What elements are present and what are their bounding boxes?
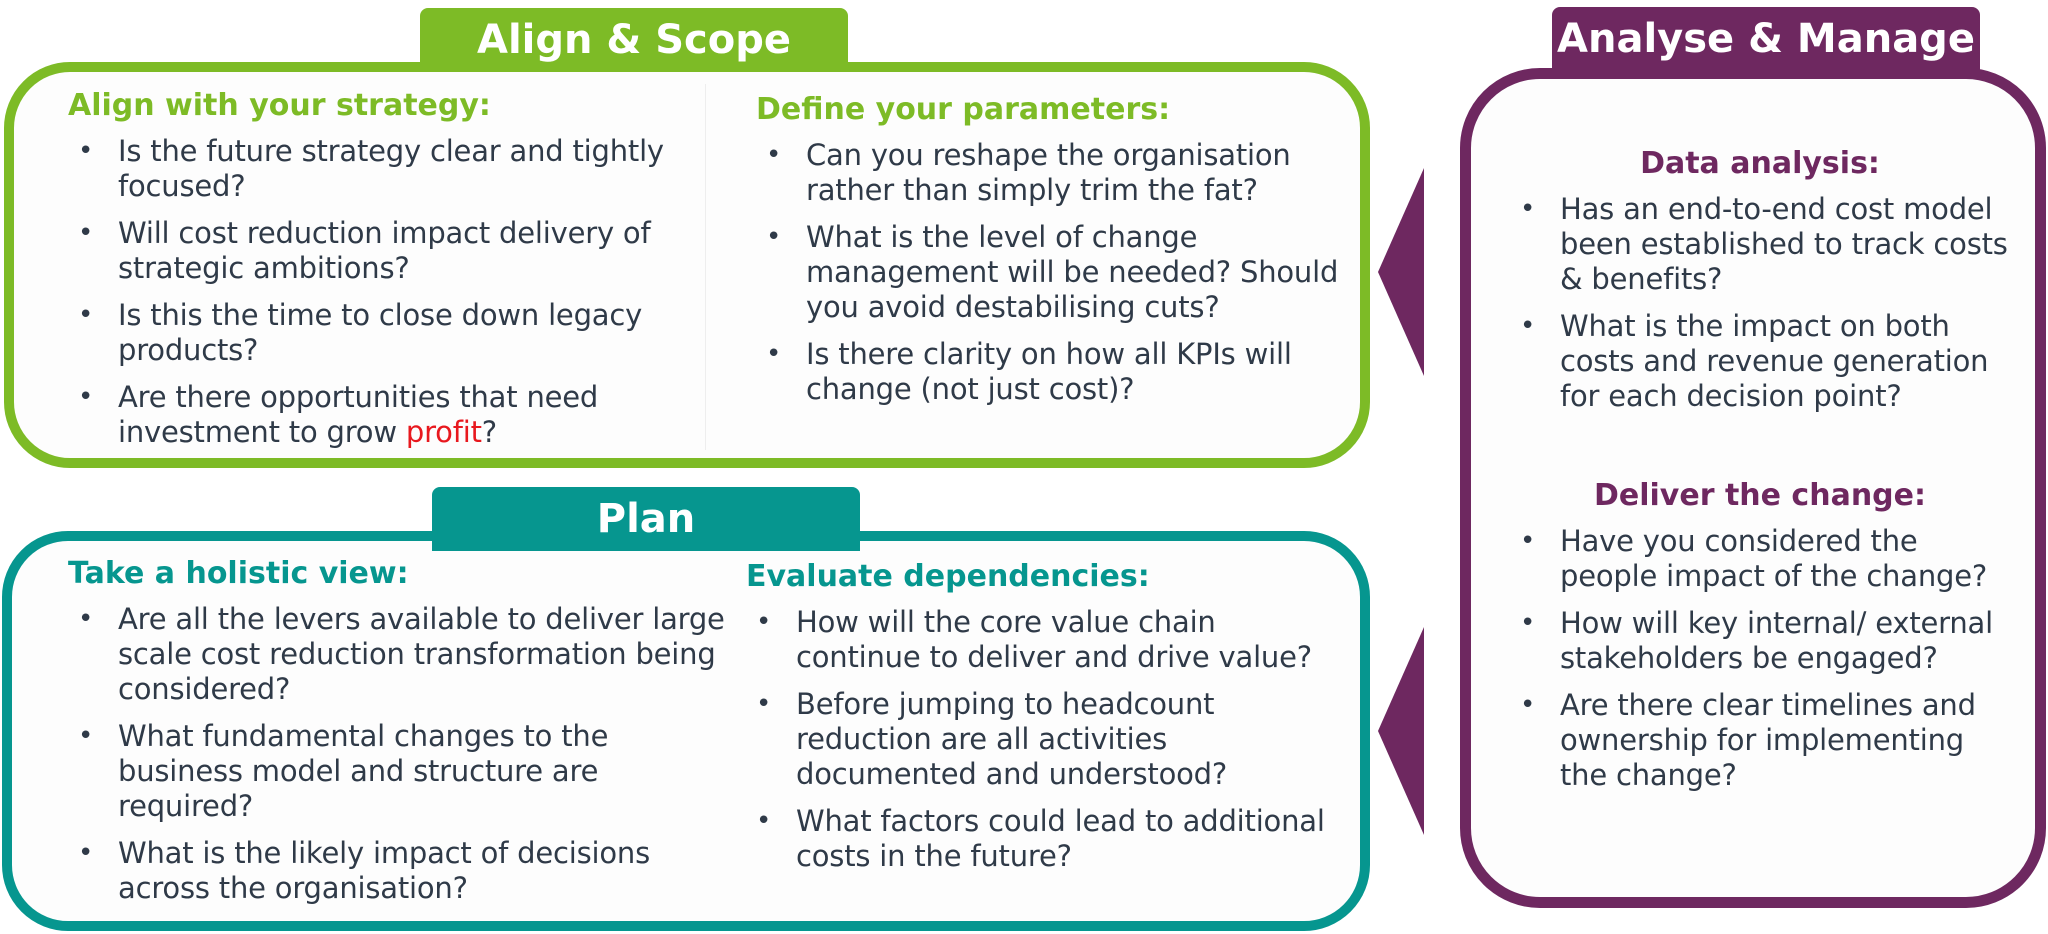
define-parameters-column: Define your parameters: Can you reshape …: [756, 90, 1346, 419]
list-item: Is this the time to close down legacy pr…: [68, 298, 688, 368]
analyse-manage-title: Analyse & Manage: [1552, 7, 1980, 71]
holistic-view-list: Are all the levers available to deliver …: [68, 602, 728, 906]
list-item: Before jumping to headcount reduction ar…: [746, 687, 1346, 792]
deliver-change-heading: Deliver the change:: [1593, 478, 1926, 513]
deliver-change-list: Have you considered the people impact of…: [1510, 524, 2010, 793]
list-item: Can you reshape the organisation rather …: [756, 138, 1346, 208]
list-item-text: ?: [481, 415, 497, 449]
list-item: What is the impact on both costs and rev…: [1510, 309, 2010, 414]
define-parameters-list: Can you reshape the organisation rather …: [756, 138, 1346, 407]
arrow-left-icon: [1378, 627, 1424, 835]
list-item: How will the core value chain continue t…: [746, 605, 1346, 675]
list-item: Has an end-to-end cost model been establ…: [1510, 192, 2010, 297]
deliver-change-section: Deliver the change: Have you considered …: [1510, 476, 2010, 805]
list-item: Is there clarity on how all KPIs will ch…: [756, 337, 1346, 407]
holistic-view-column: Take a holistic view: Are all the levers…: [68, 554, 728, 918]
list-item: What is the level of change management w…: [756, 220, 1346, 325]
list-item: Will cost reduction impact delivery of s…: [68, 216, 688, 286]
evaluate-dependencies-list: How will the core value chain continue t…: [746, 605, 1346, 874]
profit-highlight: profit: [405, 415, 482, 449]
list-item: Have you considered the people impact of…: [1510, 524, 2010, 594]
align-strategy-heading: Align with your strategy:: [68, 88, 491, 123]
evaluate-dependencies-column: Evaluate dependencies: How will the core…: [746, 557, 1346, 886]
plan-title: Plan: [432, 487, 860, 551]
holistic-view-heading: Take a holistic view:: [68, 556, 409, 591]
align-strategy-column: Align with your strategy: Is the future …: [68, 86, 688, 462]
list-item: What factors could lead to additional co…: [746, 804, 1346, 874]
define-parameters-heading: Define your parameters:: [756, 92, 1171, 127]
list-item: Are all the levers available to deliver …: [68, 602, 728, 707]
align-scope-divider: [705, 84, 706, 450]
align-scope-title: Align & Scope: [420, 8, 848, 72]
list-item-text: Are there opportunities that need invest…: [118, 380, 599, 449]
list-item: Are there opportunities that need invest…: [68, 380, 688, 450]
arrow-left-icon: [1378, 168, 1424, 376]
data-analysis-list: Has an end-to-end cost model been establ…: [1510, 192, 2010, 414]
list-item: Are there clear timelines and ownership …: [1510, 688, 2010, 793]
list-item: What is the likely impact of decisions a…: [68, 836, 728, 906]
evaluate-dependencies-heading: Evaluate dependencies:: [746, 559, 1150, 594]
list-item: What fundamental changes to the business…: [68, 719, 728, 824]
list-item: Is the future strategy clear and tightly…: [68, 134, 688, 204]
data-analysis-heading: Data analysis:: [1640, 146, 1880, 181]
data-analysis-section: Data analysis: Has an end-to-end cost mo…: [1510, 144, 2010, 426]
align-strategy-list: Is the future strategy clear and tightly…: [68, 134, 688, 450]
list-item: How will key internal/ external stakehol…: [1510, 606, 2010, 676]
